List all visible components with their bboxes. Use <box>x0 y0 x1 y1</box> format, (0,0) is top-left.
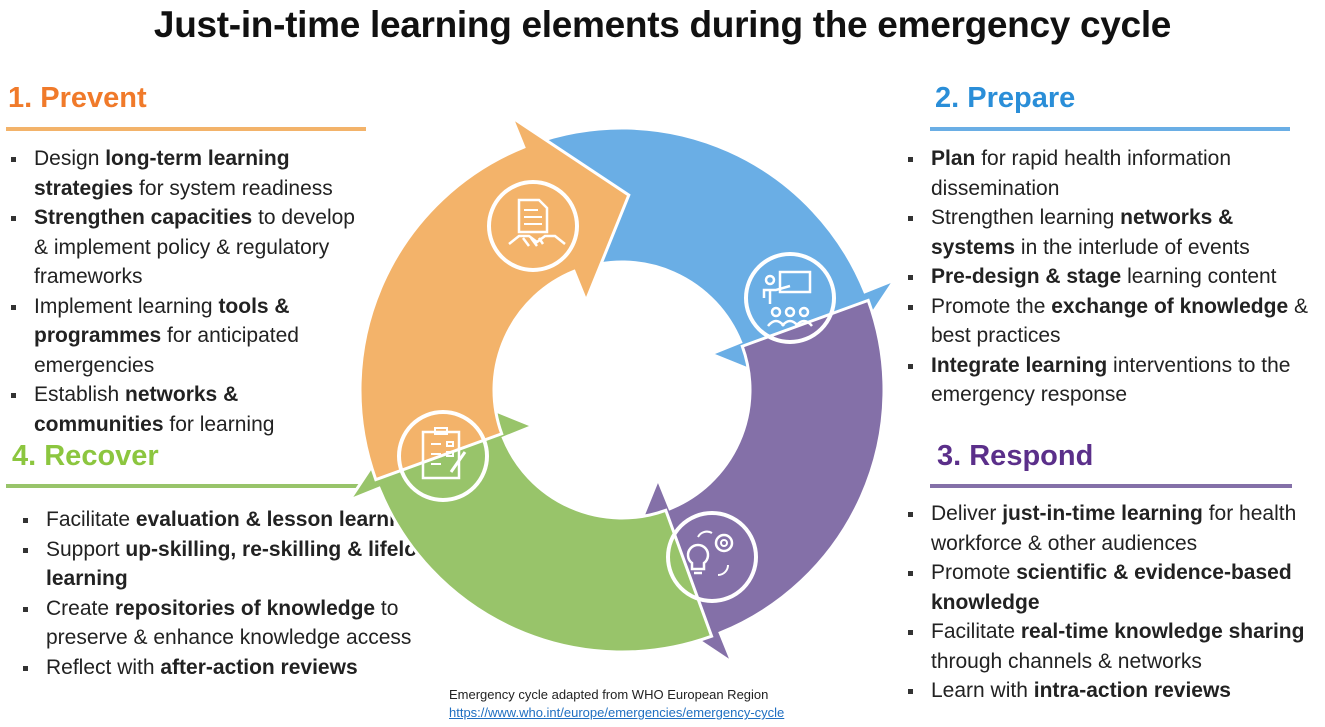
respond-list: Deliver just-in-time learning for health… <box>905 499 1323 706</box>
list-item: Establish networks & communities for lea… <box>8 380 368 439</box>
list-item: Strengthen learning networks & systems i… <box>905 203 1323 262</box>
source-text: Emergency cycle adapted from WHO Europea… <box>449 687 769 702</box>
list-item: Pre-design & stage learning content <box>905 262 1323 292</box>
list-item: Create repositories of knowledge to pres… <box>20 594 450 653</box>
prepare-list: Plan for rapid health information dissem… <box>905 144 1323 410</box>
prepare-rule <box>930 127 1290 131</box>
recover-rule <box>6 484 366 488</box>
list-item: Deliver just-in-time learning for health… <box>905 499 1323 558</box>
list-item: Integrate learning interventions to the … <box>905 351 1323 410</box>
source-note: Emergency cycle adapted from WHO Europea… <box>449 686 784 722</box>
prepare-heading: 2. Prepare <box>935 82 1076 114</box>
list-item: Design long-term learning strategies for… <box>8 144 368 203</box>
clipboard-checklist-icon <box>397 410 489 502</box>
lightbulb-gear-icon <box>666 511 758 603</box>
list-item: Facilitate evaluation & lesson learning <box>20 505 450 535</box>
source-link[interactable]: https://www.who.int/europe/emergencies/e… <box>449 705 785 720</box>
document-handshake-icon <box>487 180 579 272</box>
list-item: Plan for rapid health information dissem… <box>905 144 1323 203</box>
respond-rule <box>930 484 1292 488</box>
list-item: Promote the exchange of knowledge & best… <box>905 292 1323 351</box>
list-item: Strengthen capacities to develop & imple… <box>8 203 368 292</box>
list-item: Implement learning tools & programmes fo… <box>8 292 368 381</box>
prevent-arrow <box>358 113 631 482</box>
prevent-heading: 1. Prevent <box>8 82 147 114</box>
list-item: Reflect with after-action reviews <box>20 653 450 683</box>
list-item: Promote scientific & evidence-based know… <box>905 558 1323 617</box>
prevent-list: Design long-term learning strategies for… <box>8 144 368 439</box>
recover-heading: 4. Recover <box>12 440 159 472</box>
list-item: Facilitate real-time knowledge sharing t… <box>905 617 1323 676</box>
presentation-audience-icon <box>744 252 836 344</box>
list-item: Learn with intra-action reviews <box>905 676 1323 706</box>
respond-heading: 3. Respond <box>937 440 1094 472</box>
prevent-rule <box>6 127 366 131</box>
list-item: Support up-skilling, re-skilling & lifel… <box>20 535 450 594</box>
page-title: Just-in-time learning elements during th… <box>153 4 1172 45</box>
